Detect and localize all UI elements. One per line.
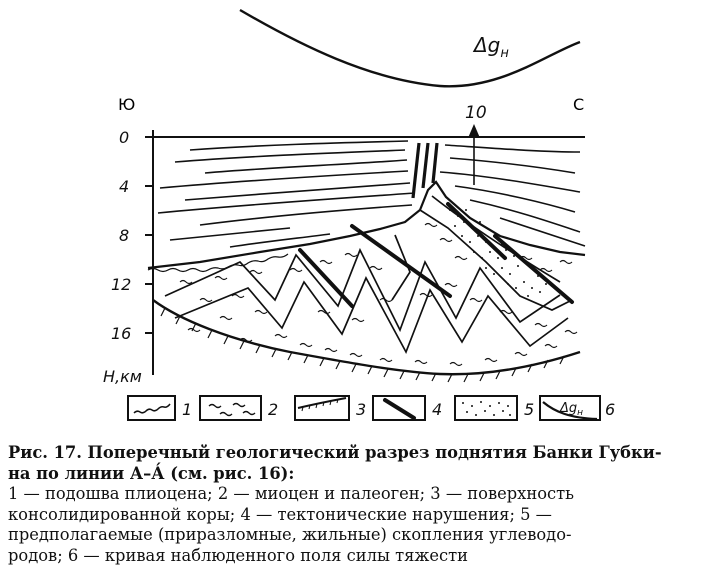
direction-north-label: С bbox=[573, 95, 584, 114]
depth-tick-label: 12 bbox=[111, 275, 131, 294]
svg-text:1: 1 bbox=[182, 400, 192, 419]
depth-tick-label: 8 bbox=[119, 226, 129, 245]
depth-axis-label: H,км bbox=[103, 367, 142, 386]
svg-text:5: 5 bbox=[524, 400, 534, 419]
legend-item-3: 3 bbox=[294, 395, 366, 421]
caption-line: 1 — подошва плиоцена; 2 — миоцен и палео… bbox=[8, 484, 575, 503]
tilde-pattern-icon bbox=[208, 402, 256, 417]
legend-item-6: Δgн 6 bbox=[539, 395, 615, 421]
marker-arrow-head bbox=[468, 124, 480, 138]
upper-strata-left bbox=[157, 140, 416, 248]
pliocene-base bbox=[147, 180, 586, 270]
depth-tick-label: 0 bbox=[119, 128, 129, 147]
legend: 1 2 3 4 bbox=[127, 395, 615, 421]
legend-item-1: 1 bbox=[127, 395, 192, 421]
caption-title-line: на по линии А–А́ (см. рис. 16): bbox=[8, 463, 295, 483]
gravity-curve-label: Δgн bbox=[472, 33, 509, 61]
gravity-curve-icon bbox=[542, 401, 598, 421]
caption-line: предполагаемые (приразломные, жильные) с… bbox=[8, 525, 572, 544]
legend-item-5: 5 bbox=[454, 395, 534, 421]
pliocene-base-wiggle bbox=[147, 253, 289, 273]
gravity-curve bbox=[239, 8, 581, 88]
svg-text:3: 3 bbox=[356, 400, 366, 419]
depth-ticks bbox=[145, 136, 153, 334]
fold-lines bbox=[164, 195, 573, 355]
svg-text:6: 6 bbox=[605, 400, 615, 419]
tilde-pattern bbox=[179, 222, 578, 367]
tectonic-faults bbox=[298, 202, 574, 308]
figure-caption: Рис. 17. Поперечный геологический разрез… bbox=[8, 443, 711, 566]
wavy-boundary-icon bbox=[133, 403, 171, 414]
upper-strata-right bbox=[439, 144, 586, 247]
geologic-cross-section: Δgн Ю С 10 0 4 8 12 16 H,км bbox=[103, 8, 615, 421]
marker-label: 10 bbox=[465, 103, 487, 123]
crust-surface bbox=[152, 299, 581, 376]
crest-faults bbox=[411, 142, 439, 199]
legend-item-2: 2 bbox=[199, 395, 278, 421]
fault-line-icon bbox=[383, 398, 416, 420]
hatched-surface-icon bbox=[297, 397, 347, 412]
depth-tick-label: 16 bbox=[111, 324, 131, 343]
svg-text:4: 4 bbox=[432, 400, 442, 419]
caption-legend-text: 1 — подошва плиоцена; 2 — миоцен и палео… bbox=[8, 484, 711, 566]
svg-text:2: 2 bbox=[268, 400, 278, 419]
caption-line: родов; 6 — кривая наблюденного поля силы… bbox=[8, 545, 468, 565]
dotted-fill-icon bbox=[462, 401, 511, 416]
crust-surface-hatch bbox=[160, 307, 565, 383]
caption-line: консолидированной коры; 4 — тектонически… bbox=[8, 504, 552, 524]
svg-text:Δgн: Δgн bbox=[559, 401, 583, 418]
caption-title-line: Рис. 17. Поперечный геологический разрез… bbox=[8, 443, 662, 462]
direction-south-label: Ю bbox=[118, 95, 135, 114]
legend-item-4: 4 bbox=[372, 395, 442, 421]
depth-tick-label: 4 bbox=[119, 177, 129, 196]
